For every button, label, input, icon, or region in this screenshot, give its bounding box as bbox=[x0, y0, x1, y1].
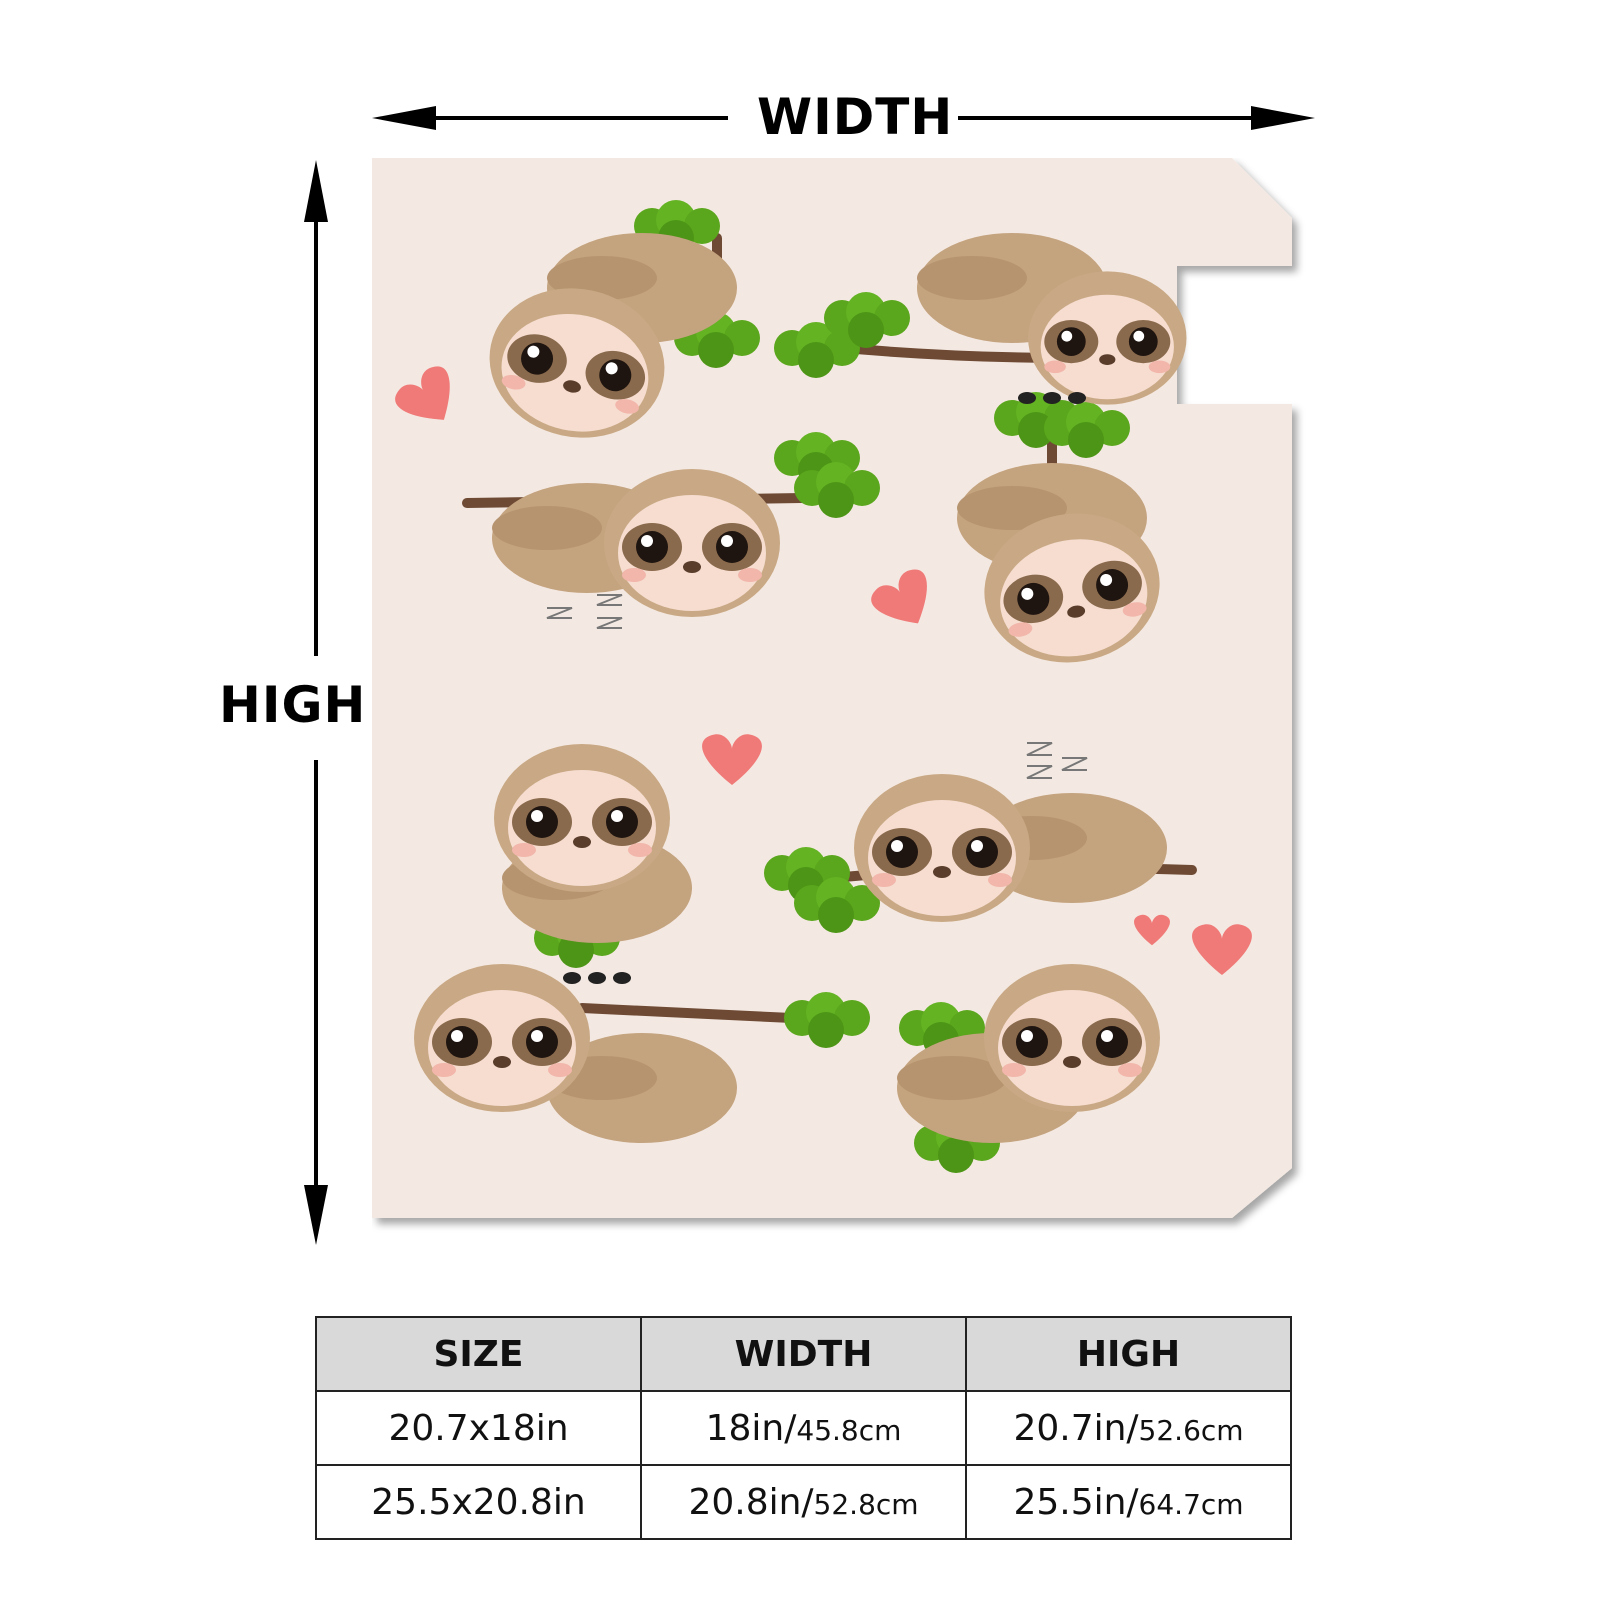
table-row: 25.5x20.8in 20.8in/52.8cm 25.5in/64.7cm bbox=[315, 1464, 1292, 1540]
cell-width-cm: 52.8cm bbox=[813, 1487, 919, 1521]
cell-width-in: 20.8in/ bbox=[688, 1481, 814, 1523]
sloth-head-8 bbox=[984, 964, 1160, 1112]
header-width: WIDTH bbox=[640, 1316, 967, 1392]
width-arrow-right-head bbox=[1251, 106, 1315, 130]
cell-width: 20.8in/52.8cm bbox=[640, 1464, 967, 1540]
size-table: SIZE WIDTH HIGH 20.7x18in 18in/45.8cm 20… bbox=[315, 1316, 1292, 1540]
header-size: SIZE bbox=[315, 1316, 642, 1392]
width-arrow-left-head bbox=[372, 106, 436, 130]
cell-high-in: 25.5in/ bbox=[1013, 1481, 1139, 1523]
cell-size: 20.7x18in bbox=[315, 1390, 642, 1466]
cell-high-cm: 52.6cm bbox=[1138, 1413, 1244, 1447]
product-cover bbox=[338, 158, 1322, 1263]
cover-svg bbox=[338, 158, 1292, 1218]
cell-width-cm: 45.8cm bbox=[796, 1413, 902, 1447]
cell-high: 25.5in/64.7cm bbox=[965, 1464, 1292, 1540]
cell-high: 20.7in/52.6cm bbox=[965, 1390, 1292, 1466]
sloth-head-3 bbox=[604, 469, 780, 617]
high-arrow-top-head bbox=[304, 160, 328, 222]
header-high: HIGH bbox=[965, 1316, 1292, 1392]
cell-width-in: 18in/ bbox=[705, 1407, 797, 1449]
sloth-head-7 bbox=[414, 964, 590, 1112]
sloth-head-2 bbox=[1028, 271, 1187, 405]
table-header-row: SIZE WIDTH HIGH bbox=[315, 1316, 1292, 1392]
ellipsis-dots bbox=[563, 392, 1086, 984]
cell-width: 18in/45.8cm bbox=[640, 1390, 967, 1466]
sloth-head-6 bbox=[854, 774, 1030, 922]
width-label: WIDTH bbox=[757, 88, 954, 146]
high-label: HIGH bbox=[219, 676, 367, 734]
sloth-head-5 bbox=[494, 744, 670, 892]
cell-size: 25.5x20.8in bbox=[315, 1464, 642, 1540]
high-arrow-bottom-head bbox=[304, 1185, 328, 1245]
table-row: 20.7x18in 18in/45.8cm 20.7in/52.6cm bbox=[315, 1390, 1292, 1466]
sleep-zzz bbox=[546, 594, 1088, 779]
cell-high-cm: 64.7cm bbox=[1138, 1487, 1244, 1521]
cell-high-in: 20.7in/ bbox=[1013, 1407, 1139, 1449]
